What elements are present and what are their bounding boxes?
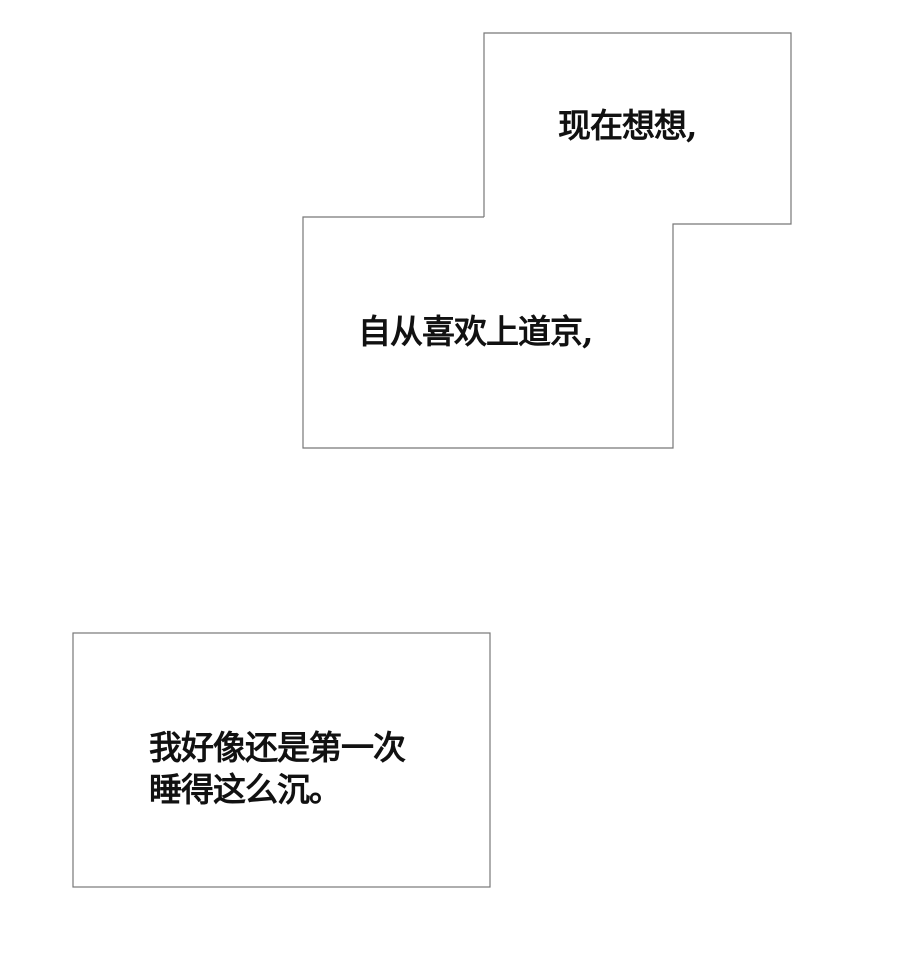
caption-panel-1: 现在想想, bbox=[484, 33, 791, 224]
caption-text-1: 现在想想, bbox=[558, 105, 697, 147]
caption-3-line-1: 我好像还是第一次 bbox=[149, 728, 406, 767]
caption-text-2: 自从喜欢上道京, bbox=[358, 311, 593, 353]
caption-text-3: 我好像还是第一次 睡得这么沉。 bbox=[149, 727, 406, 811]
caption-panel-3: 我好像还是第一次 睡得这么沉。 bbox=[73, 633, 490, 887]
caption-3-line-2: 睡得这么沉。 bbox=[149, 770, 342, 809]
caption-2-line-1: 自从喜欢上道京, bbox=[358, 312, 593, 351]
caption-1-line-1: 现在想想, bbox=[558, 106, 697, 145]
caption-panel-2: 自从喜欢上道京, bbox=[303, 217, 673, 448]
